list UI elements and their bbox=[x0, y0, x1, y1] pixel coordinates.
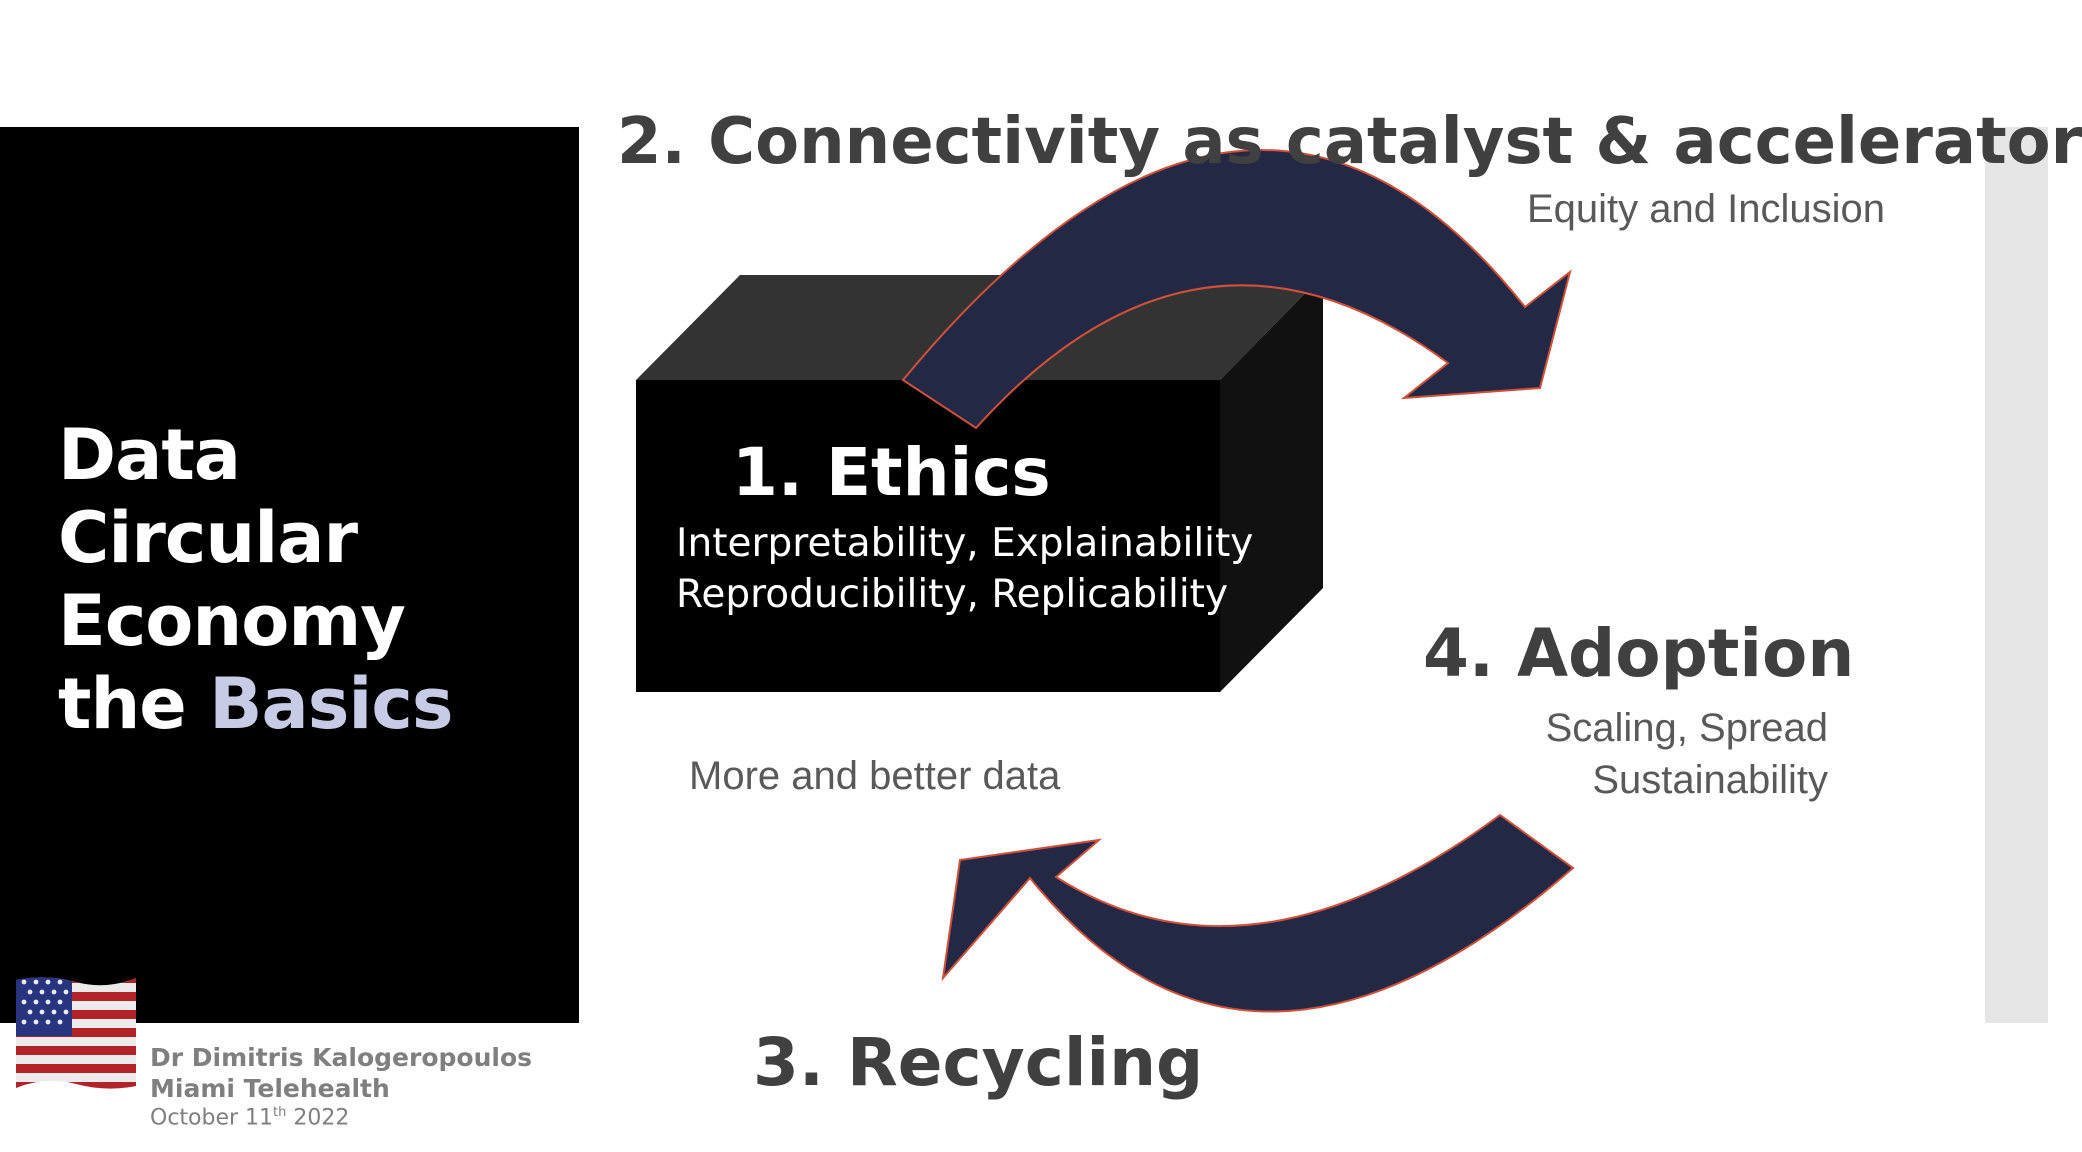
box-side-face bbox=[1220, 275, 1323, 692]
footer-date: October 11th 2022 bbox=[150, 1106, 349, 1129]
title-accent: Basics bbox=[209, 663, 453, 745]
ethics-heading: 1. Ethics bbox=[732, 434, 1051, 511]
connectivity-heading: 2. Connectivity as catalyst & accelerato… bbox=[617, 105, 2082, 179]
ethics-detail-line-1: Interpretability, Explainability bbox=[676, 521, 1254, 566]
footer-organization: Miami Telehealth bbox=[150, 1074, 390, 1103]
title-line-2: Circular bbox=[58, 497, 358, 579]
title-line-4: the Basics bbox=[58, 669, 454, 739]
data-note: More and better data bbox=[689, 754, 1061, 798]
arrow-bottom bbox=[941, 813, 1575, 1013]
title-line-3: Economy bbox=[58, 580, 406, 662]
right-edge-bar bbox=[1985, 127, 2048, 1023]
adoption-detail-line-2: Sustainability bbox=[1592, 758, 1828, 802]
us-flag-icon bbox=[16, 977, 136, 1089]
title-line-1: Data bbox=[58, 414, 241, 496]
adoption-detail-line-1: Scaling, Spread bbox=[1545, 706, 1828, 750]
ethics-detail-line-2: Reproducibility, Replicability bbox=[676, 572, 1229, 617]
footer-date-superscript: th bbox=[273, 1105, 287, 1120]
box-front-face bbox=[636, 380, 1220, 692]
adoption-heading: 4. Adoption bbox=[1423, 615, 1855, 692]
footer-date-prefix: October 11 bbox=[150, 1105, 274, 1131]
connectivity-subtitle: Equity and Inclusion bbox=[1527, 187, 1886, 231]
footer-date-suffix: 2022 bbox=[286, 1105, 350, 1131]
arrow-top bbox=[901, 149, 1572, 430]
title-prefix: the bbox=[58, 663, 210, 745]
footer-author: Dr Dimitris Kalogeropoulos bbox=[150, 1043, 532, 1072]
title-panel: Data Circular Economy the Basics bbox=[0, 127, 579, 1023]
recycling-heading: 3. Recycling bbox=[753, 1024, 1204, 1101]
